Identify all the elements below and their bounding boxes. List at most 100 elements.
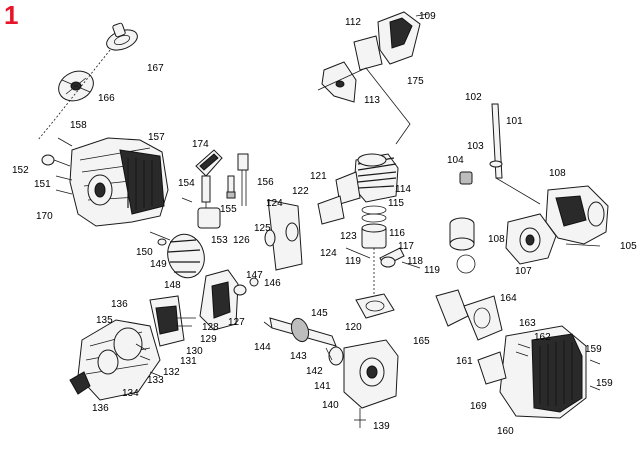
callout-162: 162 [534,332,551,343]
piston-116 [361,223,387,249]
callout-155: 155 [220,204,237,215]
callout-138: 136 [111,299,128,310]
heat-insulator-125 [267,199,303,271]
screws-158-170 [41,137,73,195]
callout-104: 104 [447,155,464,166]
callout-147: 147 [246,270,263,281]
muffler-plate-164 [463,295,503,341]
choke-lever-136 [69,371,91,395]
callout-151: 151 [34,179,51,190]
callout-128: 127 [228,317,245,328]
cylinder-114 [353,153,399,203]
callout-109: 109 [419,11,436,22]
callout-156: 156 [257,177,274,188]
callout-141: 141 [314,381,331,392]
callout-101: 101 [506,116,523,127]
flywheel-148 [167,233,205,279]
callout-146: 146 [264,278,281,289]
callout-163: 163 [519,318,536,329]
callout-126: 125 [254,223,271,234]
callout-130: 129 [200,334,217,345]
callout-133: 132 [163,367,180,378]
callout-117: 117 [398,241,414,252]
callout-102: 102 [465,92,482,103]
gasket-122 [317,195,345,225]
callout-115: 115 [388,198,404,209]
callout-143: 143 [290,351,307,362]
callout-174: 174 [192,139,209,150]
drive-shaft-101 [489,103,503,179]
callout-121: 121 [310,171,327,182]
callout-135: 134 [122,388,139,399]
recoil-starter-housing-157 [69,137,169,227]
clutch-housing-107 [505,213,557,265]
callout-149: 149 [150,259,167,270]
callout-108: 108 [488,234,505,245]
callout-127: 126 [233,235,250,246]
connecting-rod-117 [379,247,405,268]
callout-134: 133 [147,375,164,386]
callout-169: 169 [470,401,487,412]
bearing-141 [328,346,344,366]
muffler-bracket-161 [477,351,507,385]
callout-124: 124 [320,248,337,259]
callout-153: 153 [211,235,228,246]
callout-167: 167 [147,63,164,74]
handle-106 [545,185,609,245]
callout-166: 166 [98,93,115,104]
ignition-module-153 [197,175,221,229]
carburetor-137 [149,295,196,347]
ignition-coil-174 [195,149,223,177]
callout-120: 120 [345,322,362,333]
callout-123: 123 [340,231,357,242]
gasket-165 [435,289,469,327]
callout-148: 148 [164,280,181,291]
crankcase-gasket-120 [355,293,395,319]
callout-164: 164 [500,293,517,304]
muffler-160 [499,325,587,419]
starter-spring-166 [58,70,94,102]
callout-154: 154 [178,178,195,189]
callout-129: 128 [202,322,219,333]
figure-number: 1 [4,0,19,30]
callout-106: 108 [549,168,566,179]
callout-136: 136 [92,403,109,414]
callout-113: 113 [364,95,380,106]
callout-170: 170 [36,211,53,222]
spark-plug-155 [226,175,236,199]
callout-119b: 119 [424,265,440,276]
muffler-112 [353,35,383,71]
muffler-bracket-113 [321,61,357,103]
callout-125: 124 [266,198,283,209]
callout-116: 116 [389,228,405,239]
callout-114: 114 [395,184,411,195]
callout-161: 161 [456,356,473,367]
callout-165: 165 [413,336,430,347]
crankshaft-145 [263,317,337,347]
callout-160: 160 [497,426,514,437]
callout-112: 112 [345,17,361,28]
callout-139: 139 [373,421,390,432]
callout-131: 130 [186,346,203,357]
callout-140: 140 [322,400,339,411]
callout-150: 150 [136,247,153,258]
callout-175: 175 [407,76,424,87]
callout-118: 118 [407,256,423,267]
crankcase-128 [199,269,239,331]
callout-144: 144 [254,342,271,353]
crankcase-140 [343,339,399,409]
callout-157: 157 [148,132,165,143]
callout-145: 145 [311,308,328,319]
starter-pulley-167 [106,22,138,51]
callout-152: 152 [12,165,29,176]
callout-137: 135 [96,315,113,326]
callout-103: 103 [467,141,484,152]
callout-119a: 119 [345,256,361,267]
callout-105: 105 [620,241,637,252]
callout-107: 107 [515,266,532,277]
callout-132: 131 [180,356,197,367]
callout-159b: 159 [596,378,613,389]
callout-142: 142 [306,366,323,377]
